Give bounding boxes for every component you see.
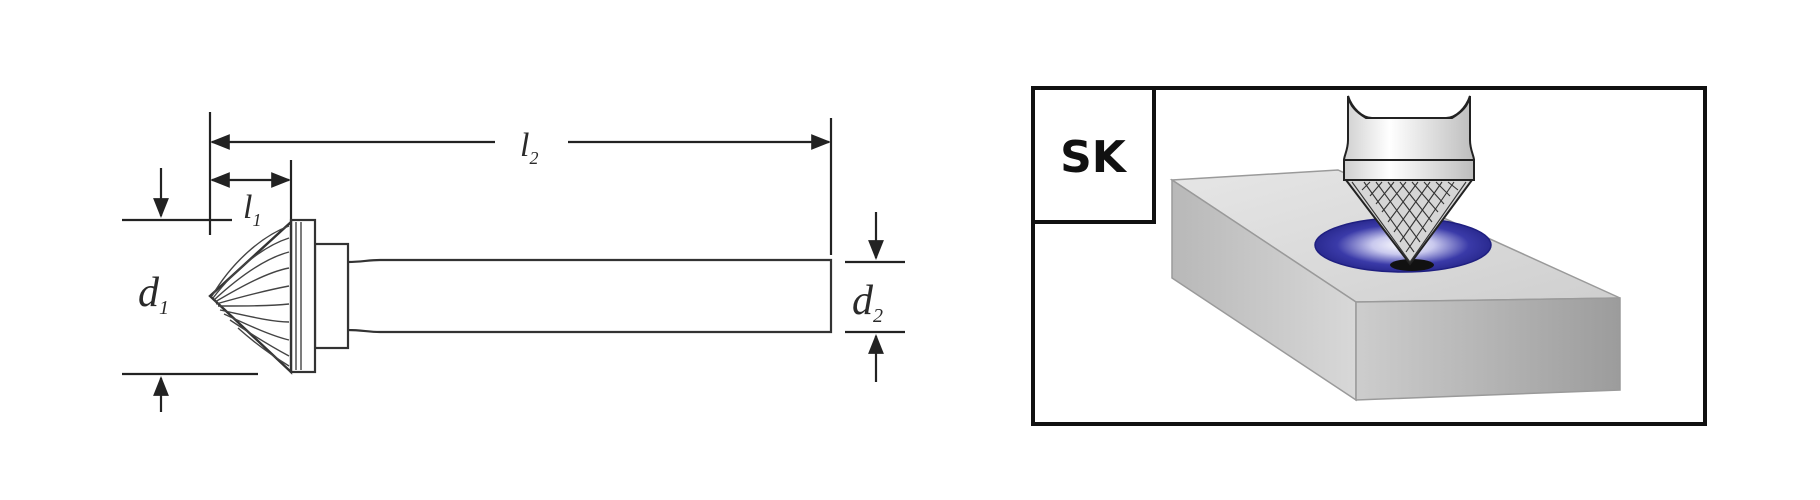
label-l2: l2: [520, 127, 538, 168]
extension-lines: [122, 112, 905, 376]
burr-tool: [208, 218, 833, 375]
tool-collar: [313, 242, 350, 350]
tool-ring: [1343, 159, 1475, 181]
tool-flange: [289, 218, 317, 374]
sk-badge-label: SK: [1060, 132, 1128, 183]
knurl-pattern: [1351, 181, 1467, 263]
label-d1: d1: [138, 270, 169, 319]
tool-shank: [346, 258, 833, 334]
sk-badge: SK: [1031, 86, 1156, 224]
cone-flutes: [211, 222, 302, 370]
label-d2: d2: [852, 278, 883, 327]
label-l1: l1: [243, 189, 261, 230]
application-illustration: SK: [1031, 86, 1707, 426]
tool-cap-top: [1347, 95, 1471, 119]
tool-cone-head: [208, 219, 293, 375]
block-front-face: [1355, 297, 1621, 401]
technical-drawing: l2 l1 d1 d2: [122, 112, 905, 412]
hole-center: [1390, 259, 1434, 271]
